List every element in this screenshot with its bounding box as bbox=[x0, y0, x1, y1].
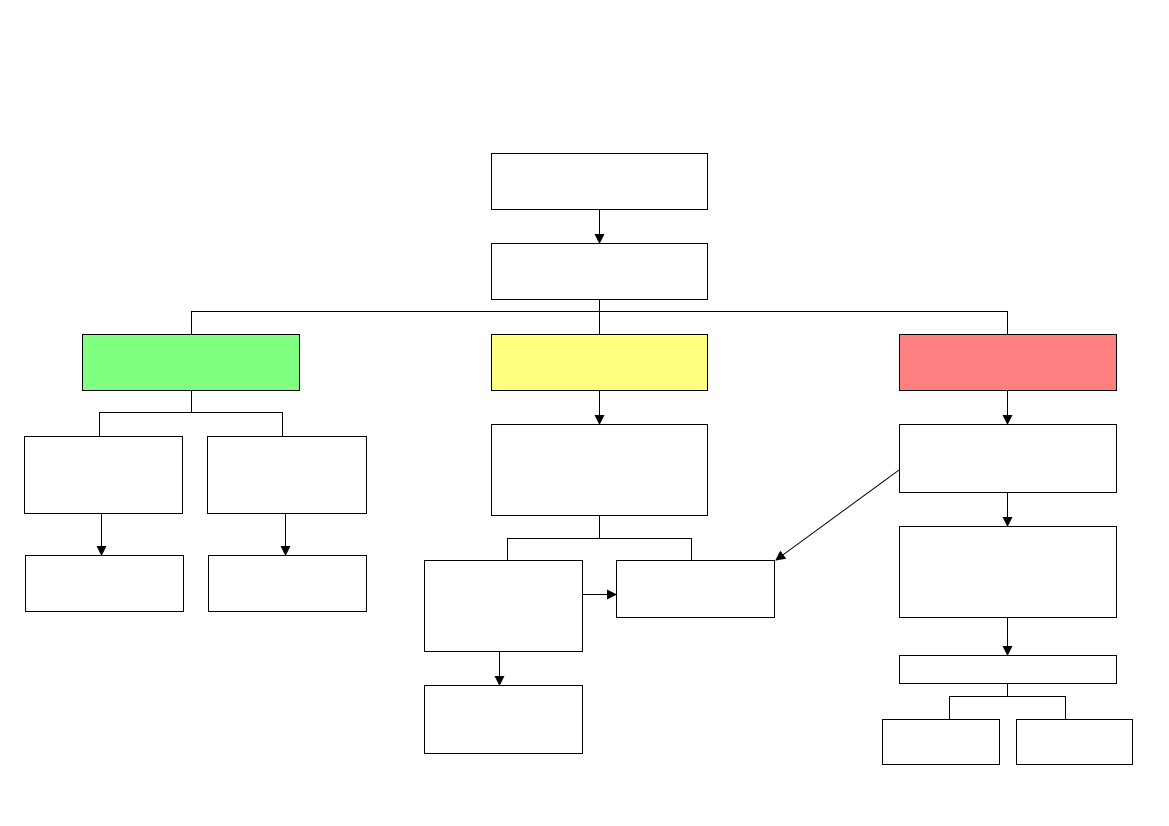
yellow-branch-box bbox=[491, 334, 708, 391]
bracket-yellow-to-subs bbox=[507, 538, 692, 560]
red-child-box bbox=[899, 424, 1117, 493]
red-thin-box bbox=[899, 655, 1117, 684]
bracket-green-to-children bbox=[99, 412, 283, 436]
green-leaf-right-box bbox=[208, 555, 367, 612]
bracket-second-to-branches bbox=[191, 311, 1008, 334]
second-box bbox=[491, 243, 708, 300]
green-branch-box bbox=[82, 334, 300, 391]
red-branch-box bbox=[899, 334, 1117, 391]
yellow-child-box bbox=[491, 424, 708, 516]
yellow-leaf-box bbox=[424, 685, 583, 754]
yellow-sub-left-box bbox=[424, 560, 583, 652]
green-leaf-left-box bbox=[25, 555, 184, 612]
green-child-left-box bbox=[24, 436, 183, 514]
red-second-box bbox=[899, 526, 1117, 618]
green-child-right-box bbox=[207, 436, 367, 514]
top-box bbox=[491, 153, 708, 210]
red-leaf-right-box bbox=[1016, 719, 1133, 765]
bracket-red-thin-to-leaves bbox=[949, 696, 1066, 719]
yellow-sub-right-box bbox=[616, 560, 775, 618]
red-leaf-left-box bbox=[882, 719, 1000, 765]
arrow-red-child-to-yellow-sub bbox=[775, 469, 900, 561]
